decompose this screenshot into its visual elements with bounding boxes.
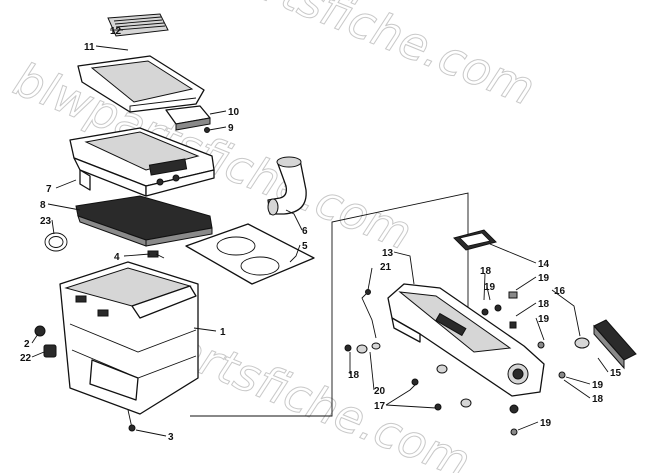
callout-1: 1 — [220, 327, 226, 338]
part-15-filter-pad — [593, 319, 637, 370]
part-7-upper-housing — [69, 127, 215, 197]
callout-17-a: 19 — [538, 273, 550, 284]
callout-2: 2 — [24, 339, 30, 350]
callout-21: 21 — [380, 262, 392, 273]
callout-6: 6 — [302, 226, 308, 237]
callout-3: 3 — [168, 432, 174, 443]
leader-lines — [31, 29, 609, 437]
callout-7: 7 — [46, 184, 52, 195]
part-10-filter-block — [165, 105, 211, 131]
callout-13: 13 — [382, 248, 394, 259]
part-12-grille — [107, 13, 169, 37]
part-4-bolt — [147, 250, 165, 259]
callout-19-c: 19 — [592, 380, 604, 391]
callout-8: 8 — [40, 200, 46, 211]
callout-19-a: 19 — [484, 282, 496, 293]
callout-12: 12 — [110, 26, 122, 37]
callout-23: 23 — [40, 216, 52, 227]
part-16-plug — [574, 337, 590, 349]
part-14-gasket-ring — [453, 229, 497, 251]
part-11-lid — [77, 55, 205, 113]
callout-18-a: 18 — [480, 266, 492, 277]
callout-14: 14 — [538, 259, 550, 270]
part-2-nut — [34, 325, 46, 337]
callout-9: 9 — [228, 123, 234, 134]
hardware — [344, 291, 566, 436]
part-1-lower-housing — [59, 261, 199, 432]
part-22-fitting — [43, 344, 57, 358]
callout-19-b: 19 — [538, 314, 550, 325]
callout-4: 4 — [114, 252, 120, 263]
callout-5: 5 — [302, 241, 308, 252]
part-5-gasket — [185, 223, 315, 285]
callout-17-b: 17 — [374, 401, 386, 412]
callout-labels: 12 11 10 9 7 8 23 6 5 4 1 2 22 3 13 21 1… — [20, 26, 622, 443]
part-13-intake-duct — [387, 283, 545, 397]
watermark-text-2: blwpartsfiche.com — [7, 52, 420, 261]
callout-15: 15 — [610, 368, 622, 379]
callout-22: 22 — [20, 353, 32, 364]
callout-11: 11 — [84, 42, 95, 53]
callout-20: 20 — [374, 386, 386, 397]
part-8-filter — [75, 195, 213, 247]
callout-18-c: 18 — [348, 370, 360, 381]
callout-18-b: 18 — [538, 299, 550, 310]
part-6-elbow-duct — [267, 156, 307, 216]
callout-10: 10 — [228, 107, 240, 118]
callout-19-d: 19 — [540, 418, 552, 429]
callout-18-d: 18 — [592, 394, 604, 405]
part-9-screw — [204, 127, 210, 133]
part-23-clamp — [44, 232, 68, 252]
callout-16: 16 — [554, 286, 566, 297]
part-21-rod — [361, 289, 377, 339]
